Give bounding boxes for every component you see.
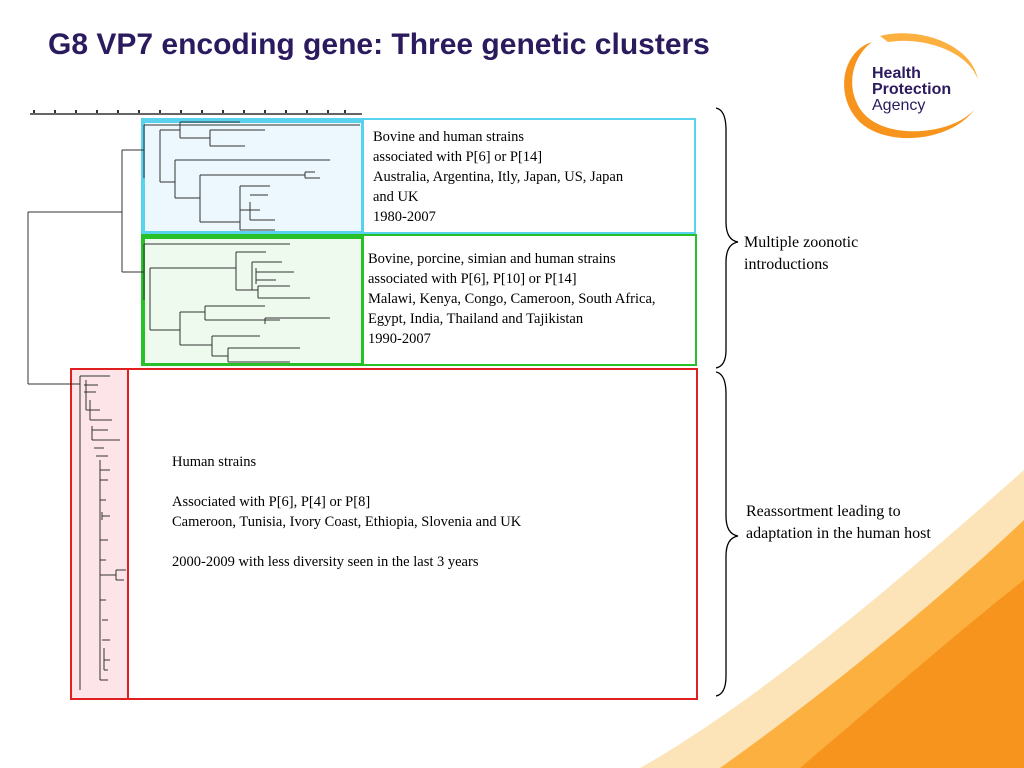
annotation-line: Multiple zoonotic (744, 234, 859, 251)
annotation-zoonotic: Multiple zoonotic introductions (744, 232, 944, 276)
upper-brace (715, 107, 739, 369)
cluster3-line: 2000-2009 with less diversity seen in th… (172, 554, 479, 570)
cluster3-line: Associated with P[6], P[4] or P[8] (172, 494, 371, 510)
cluster3-line: Cameroon, Tunisia, Ivory Coast, Ethiopia… (172, 514, 522, 530)
cluster2-line: 1990-2007 (368, 331, 431, 347)
hpa-logo (844, 33, 978, 139)
cluster2-line: associated with P[6], P[10] or P[14] (368, 271, 577, 287)
cluster2-description: Bovine, porcine, simian and human strain… (368, 249, 713, 349)
cluster2-line: Bovine, porcine, simian and human strain… (368, 251, 616, 267)
cluster2-line: Egypt, India, Thailand and Tajikistan (368, 311, 584, 327)
cluster1-description: Bovine and human strains associated with… (373, 127, 683, 227)
cluster2-line: Malawi, Kenya, Congo, Cameroon, South Af… (368, 291, 656, 307)
cluster1-line: and UK (373, 189, 419, 205)
cluster3-description: Human strains Associated with P[6], P[4]… (172, 452, 692, 572)
annotation-line: adaptation in the human host (746, 525, 931, 542)
cluster2-tree-region (142, 236, 364, 366)
logo-text-health: Health (872, 65, 921, 82)
annotation-line: Reassortment leading to (746, 503, 901, 520)
page-title: G8 VP7 encoding gene: Three genetic clus… (48, 28, 710, 61)
annotation-reassortment: Reassortment leading to adaptation in th… (746, 501, 1006, 545)
logo-text-agency: Agency (872, 97, 926, 114)
cluster1-line: 1980-2007 (373, 209, 436, 225)
cluster1-line: Australia, Argentina, Itly, Japan, US, J… (373, 169, 624, 185)
logo-text-protection: Protection (872, 81, 952, 98)
cluster1-line: Bovine and human strains (373, 129, 525, 145)
annotation-line: introductions (744, 256, 829, 273)
cluster1-line: associated with P[6] or P[14] (373, 149, 543, 165)
cluster3-line: Human strains (172, 454, 257, 470)
lower-brace (715, 371, 739, 697)
